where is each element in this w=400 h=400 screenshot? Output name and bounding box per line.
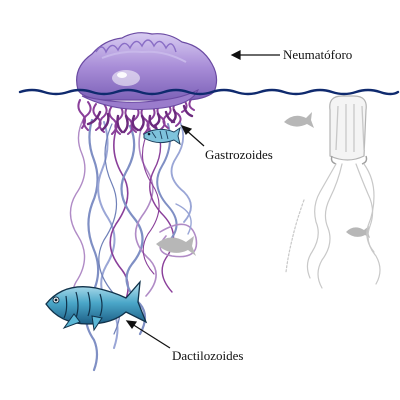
gastrozooid-cluster bbox=[86, 104, 194, 134]
dactilozoides-arrow-line bbox=[131, 323, 171, 349]
neumatoforo-label: Neumatóforo bbox=[283, 47, 353, 62]
dactilozoides-label: Dactilozoides bbox=[172, 348, 244, 363]
pneumatophore-float bbox=[76, 32, 218, 110]
water-surface-line bbox=[18, 88, 400, 96]
dactilozoides-arrowhead bbox=[125, 320, 138, 330]
gastrozoides-arrowhead bbox=[180, 124, 193, 136]
background-fish-shadows bbox=[156, 112, 370, 256]
neumatoforo-arrowhead bbox=[230, 50, 241, 60]
gastrozoides-label: Gastrozoides bbox=[205, 147, 273, 162]
box-jellyfish-ghost bbox=[285, 95, 381, 289]
small-prey-fish bbox=[143, 126, 181, 146]
gastrozoides-arrow-line bbox=[185, 129, 205, 147]
large-prey-fish bbox=[45, 280, 148, 332]
dactylozooid-tentacles bbox=[69, 117, 198, 372]
annotation-arrows bbox=[125, 50, 280, 349]
